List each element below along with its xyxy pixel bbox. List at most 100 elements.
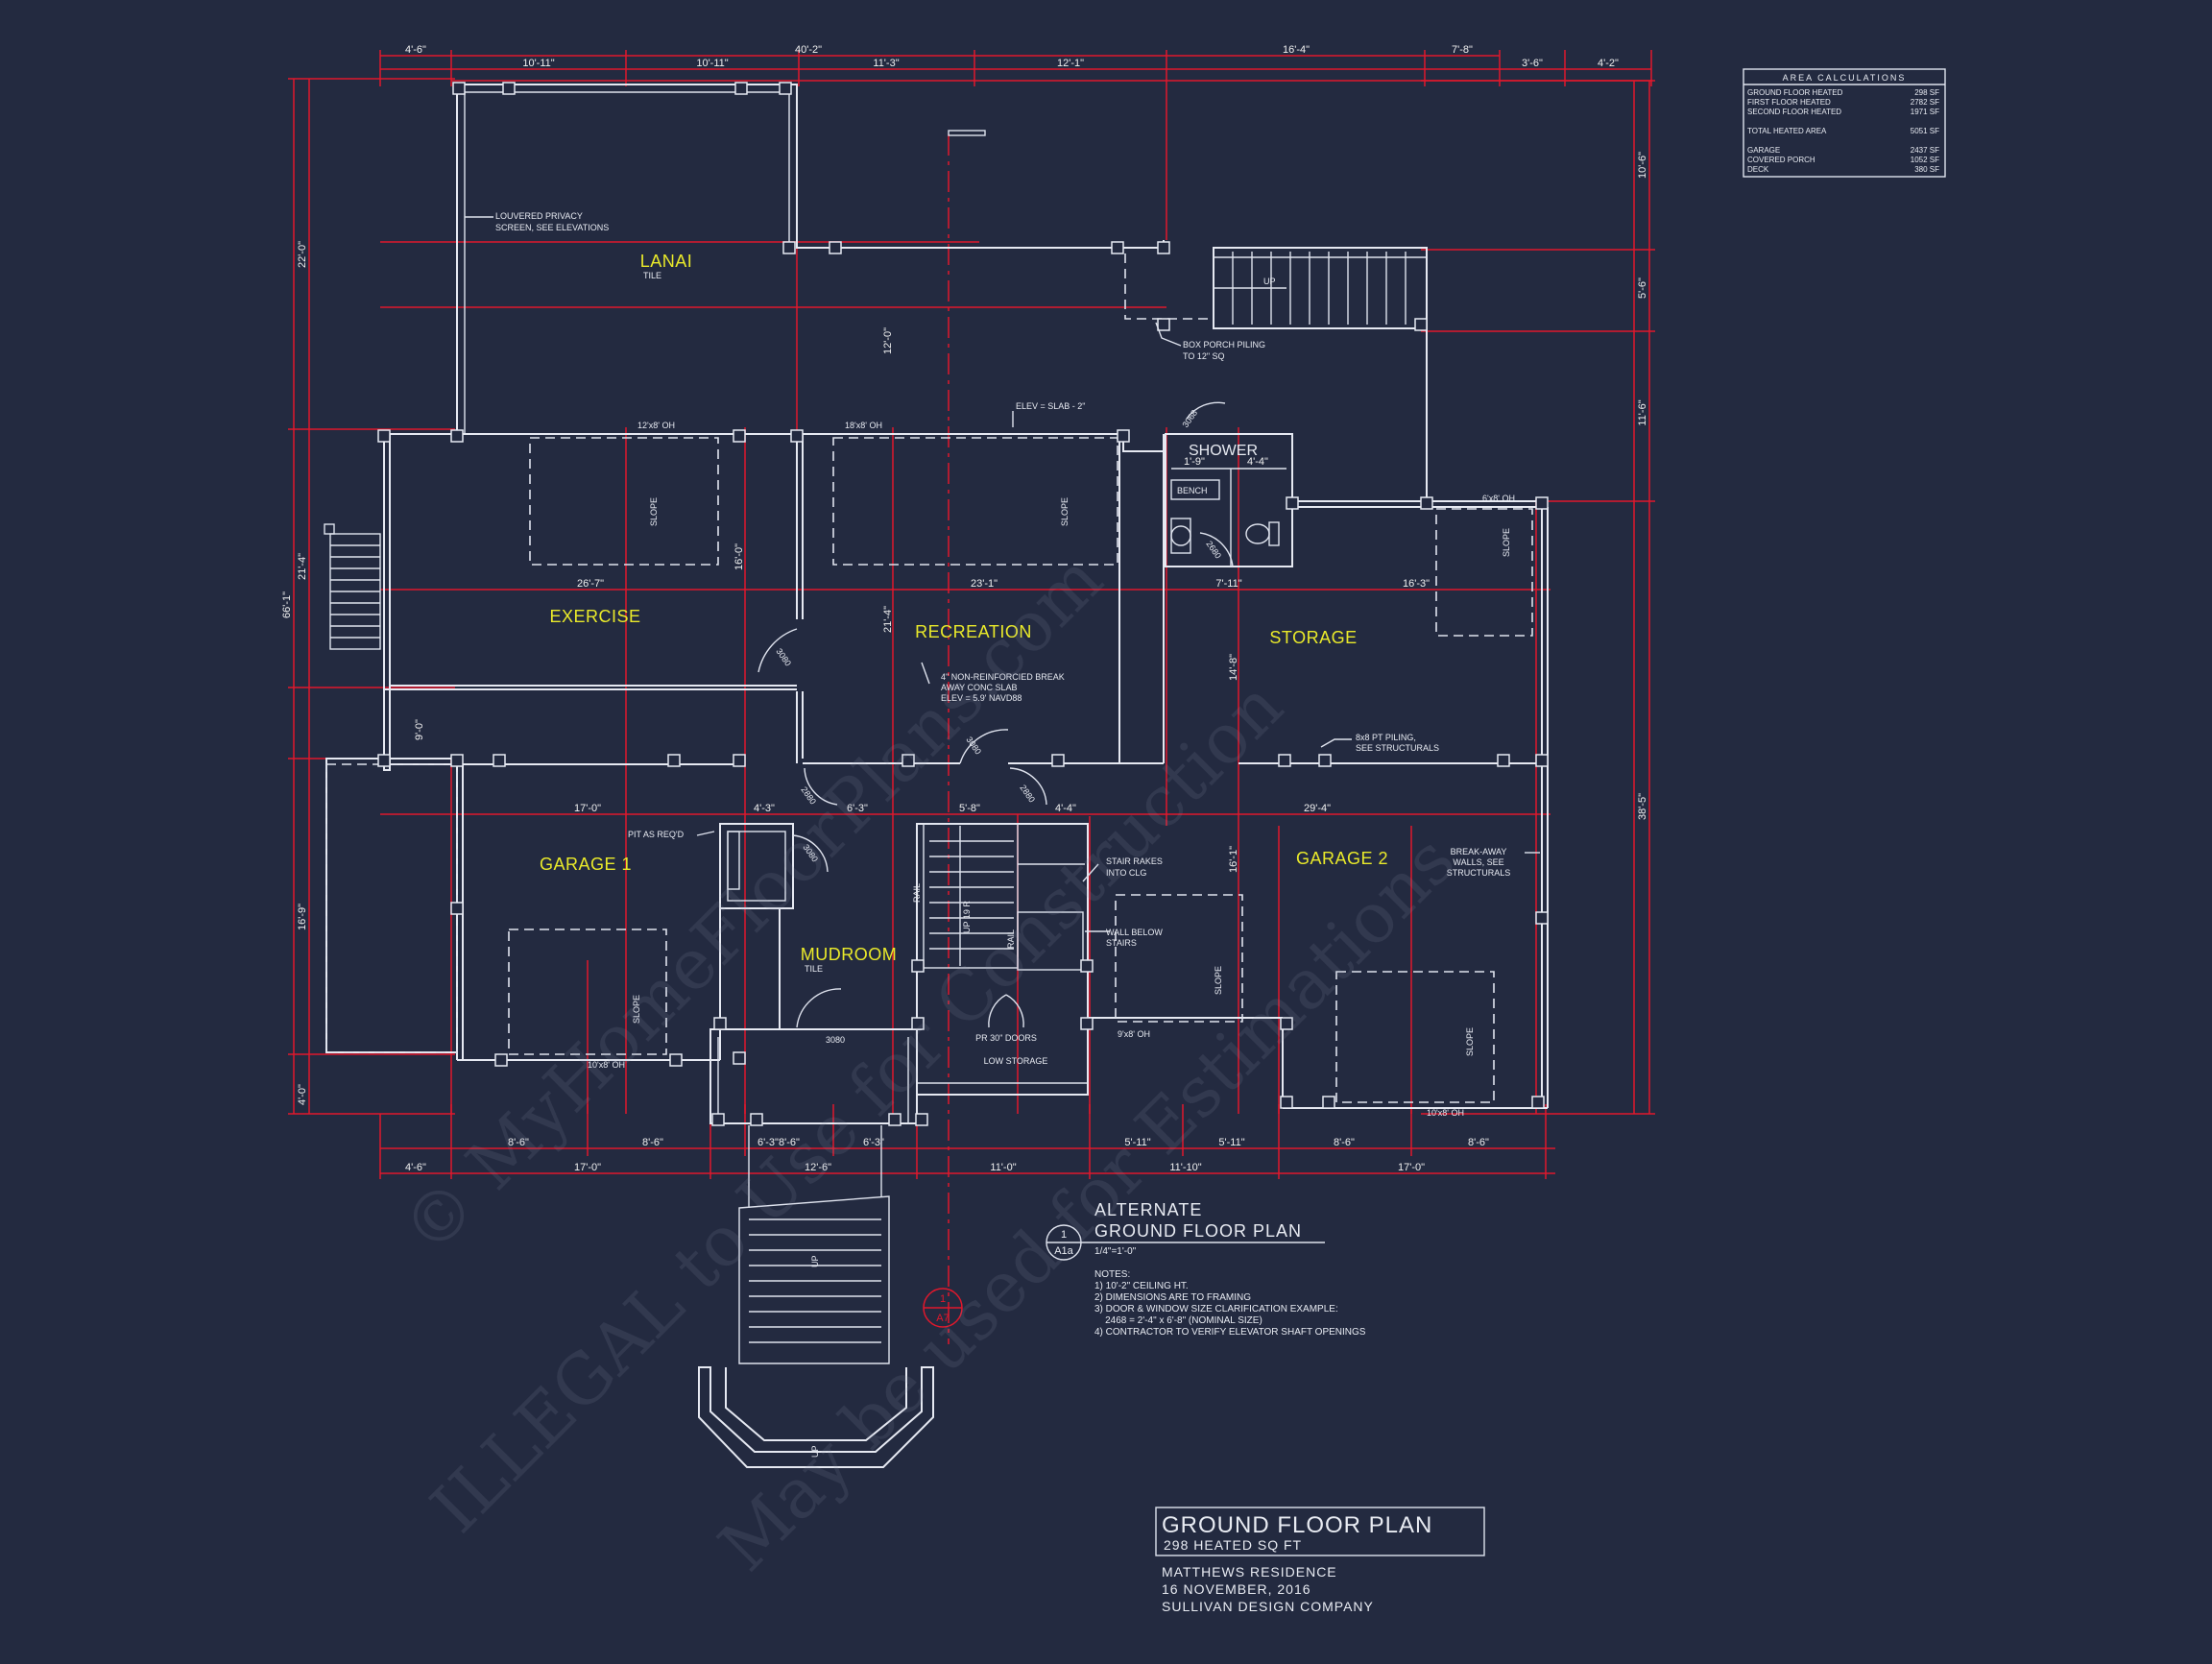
dim-right: 11'-6"	[1637, 399, 1648, 425]
dim-left: 4'-0"	[297, 1084, 308, 1105]
dim-interior: 1'-9"	[1184, 456, 1205, 468]
area-calc-title: AREA CALCULATIONS	[1783, 73, 1907, 83]
opening-label: 10'x8' OH	[1427, 1108, 1464, 1118]
note-stair-up: UP	[810, 1445, 820, 1458]
callout-title: ALTERNATE	[1094, 1200, 1202, 1219]
dim-top: 40'-2"	[795, 44, 822, 56]
title-block-subtitle: 298 HEATED SQ FT	[1164, 1537, 1302, 1553]
dim-interior: 4'-4"	[1247, 456, 1268, 468]
note-louvered: SCREEN, SEE ELEVATIONS	[495, 223, 609, 232]
note-wall-below: WALL BELOW	[1106, 928, 1163, 937]
note-stair-rakes: STAIR RAKES	[1106, 856, 1163, 866]
area-calc-value: 2782 SF	[1911, 98, 1939, 107]
dim-interior: 17'-0"	[574, 803, 601, 814]
dim-top: 11'-3"	[873, 58, 899, 69]
dim-top: 12'-1"	[1057, 58, 1084, 69]
dim-top: 4'-2"	[1598, 58, 1619, 69]
dim-bottom: 11'-10"	[1169, 1162, 1201, 1173]
room-label-exercise: EXERCISE	[549, 607, 640, 626]
dim-interior: 16'-0"	[733, 543, 745, 570]
note-piling: SEE STRUCTURALS	[1356, 743, 1439, 753]
slope-label: SLOPE	[632, 995, 641, 1024]
dim-interior: 16'-3"	[1403, 578, 1430, 590]
note-rail: RAIL	[912, 883, 922, 903]
title-block-project: MATTHEWS RESIDENCE	[1162, 1564, 1337, 1580]
room-finish-lanai: TILE	[643, 271, 661, 280]
dim-bottom: 8'-6"	[642, 1137, 663, 1148]
area-calc-label: COVERED PORCH	[1747, 156, 1815, 164]
dashed-elements	[325, 437, 1533, 1103]
slope-label: SLOPE	[1060, 497, 1070, 526]
dim-top: 4'-6"	[405, 44, 426, 56]
slope-label: SLOPE	[649, 497, 659, 526]
dim-interior: 6'-3"	[847, 803, 868, 814]
note-stair-up: UP	[1263, 277, 1276, 286]
opening-label: 12'x8' OH	[637, 421, 675, 430]
dim-bottom: 5'-11"	[1218, 1137, 1244, 1148]
door-tag: 3068	[1180, 408, 1199, 429]
section-tag: 1 A7	[923, 1288, 963, 1328]
slope-label: SLOPE	[1465, 1027, 1475, 1056]
title-block: GROUND FLOOR PLAN 298 HEATED SQ FT MATTH…	[1155, 1507, 1485, 1614]
room-label-low-storage: LOW STORAGE	[984, 1056, 1048, 1066]
dim-left: 9'-0"	[414, 719, 425, 740]
note-stair-rakes: INTO CLG	[1106, 868, 1146, 878]
section-number: 1	[940, 1293, 946, 1305]
note-item: 1) 10'-2" CEILING HT.	[1094, 1281, 1189, 1291]
title-block-company: SULLIVAN DESIGN COMPANY	[1162, 1599, 1374, 1614]
notes-heading: NOTES:	[1094, 1269, 1130, 1280]
callout-number: 1	[1061, 1229, 1067, 1241]
dim-interior: 16'-1"	[1228, 846, 1239, 873]
dim-interior: 4'-3"	[754, 803, 775, 814]
dim-bottom: 8'-6"	[1334, 1137, 1355, 1148]
dim-bottom: 5'-11"	[1124, 1137, 1150, 1148]
note-slab: AWAY CONC SLAB	[941, 683, 1018, 692]
dim-left: 16'-9"	[297, 904, 308, 930]
dim-interior: 21'-4"	[882, 606, 894, 633]
area-calc-value: 298 SF	[1914, 88, 1939, 97]
opening-label: 18'x8' OH	[845, 421, 882, 430]
area-calc-value: 1971 SF	[1911, 108, 1939, 116]
callout-sheet: A1a	[1054, 1245, 1073, 1257]
opening-label: 6'x8' OH	[1482, 494, 1515, 503]
room-label-lanai: LANAI	[640, 252, 693, 271]
dim-top: 10'-11"	[696, 58, 728, 69]
note-breakaway: BREAK-AWAY	[1451, 847, 1507, 856]
dim-interior: 7'-11"	[1215, 578, 1241, 590]
slope-label: SLOPE	[1502, 528, 1511, 557]
note-pit: PIT AS REQ'D	[628, 830, 685, 839]
dim-bottom: 17'-0"	[574, 1162, 601, 1173]
door-tag: 3080	[826, 1035, 845, 1045]
dim-top: 16'-4"	[1283, 44, 1310, 56]
dim-interior: 5'-8"	[959, 803, 980, 814]
dim-bottom: 8'-6"	[1468, 1137, 1489, 1148]
dim-bottom: 8'-6"	[508, 1137, 529, 1148]
dim-bottom: 6'-3"	[863, 1137, 884, 1148]
note-item: 3) DOOR & WINDOW SIZE CLARIFICATION EXAM…	[1094, 1304, 1338, 1314]
dim-bottom: 6'-3"	[757, 1137, 779, 1148]
opening-label: 10'x8' OH	[588, 1060, 625, 1070]
leaders	[465, 216, 1540, 932]
dim-left: 66'-1"	[281, 591, 293, 618]
note-box-porch: TO 12" SQ	[1183, 351, 1225, 361]
drawing-callout: 1 A1a ALTERNATE GROUND FLOOR PLAN 1/4"=1…	[1046, 1200, 1366, 1338]
dim-bottom: 4'-6"	[405, 1162, 426, 1173]
note-stair-up: UP	[810, 1255, 820, 1267]
room-label-storage: STORAGE	[1269, 628, 1357, 647]
note-breakaway: STRUCTURALS	[1447, 868, 1511, 878]
dim-interior: 26'-7"	[577, 578, 604, 590]
dim-right: 5'-6"	[1637, 277, 1648, 299]
callout-title: GROUND FLOOR PLAN	[1094, 1221, 1302, 1241]
room-finish-mudroom: TILE	[805, 964, 823, 974]
dim-interior: 4'-4"	[1055, 803, 1076, 814]
dim-bottom: 11'-0"	[990, 1162, 1016, 1173]
area-calc-label: TOTAL HEATED AREA	[1747, 127, 1827, 135]
dim-interior: 23'-1"	[971, 578, 998, 590]
note-box-porch: BOX PORCH PILING	[1183, 340, 1265, 350]
note-stair-up: UP 19 R	[962, 901, 972, 933]
dimension-lines	[288, 50, 1655, 1344]
title-block-date: 16 NOVEMBER, 2016	[1162, 1581, 1311, 1597]
dim-bottom: 17'-0"	[1398, 1162, 1425, 1173]
watermark-line: May be used for Estimations	[704, 819, 1471, 1586]
dim-left: 22'-0"	[297, 241, 308, 268]
